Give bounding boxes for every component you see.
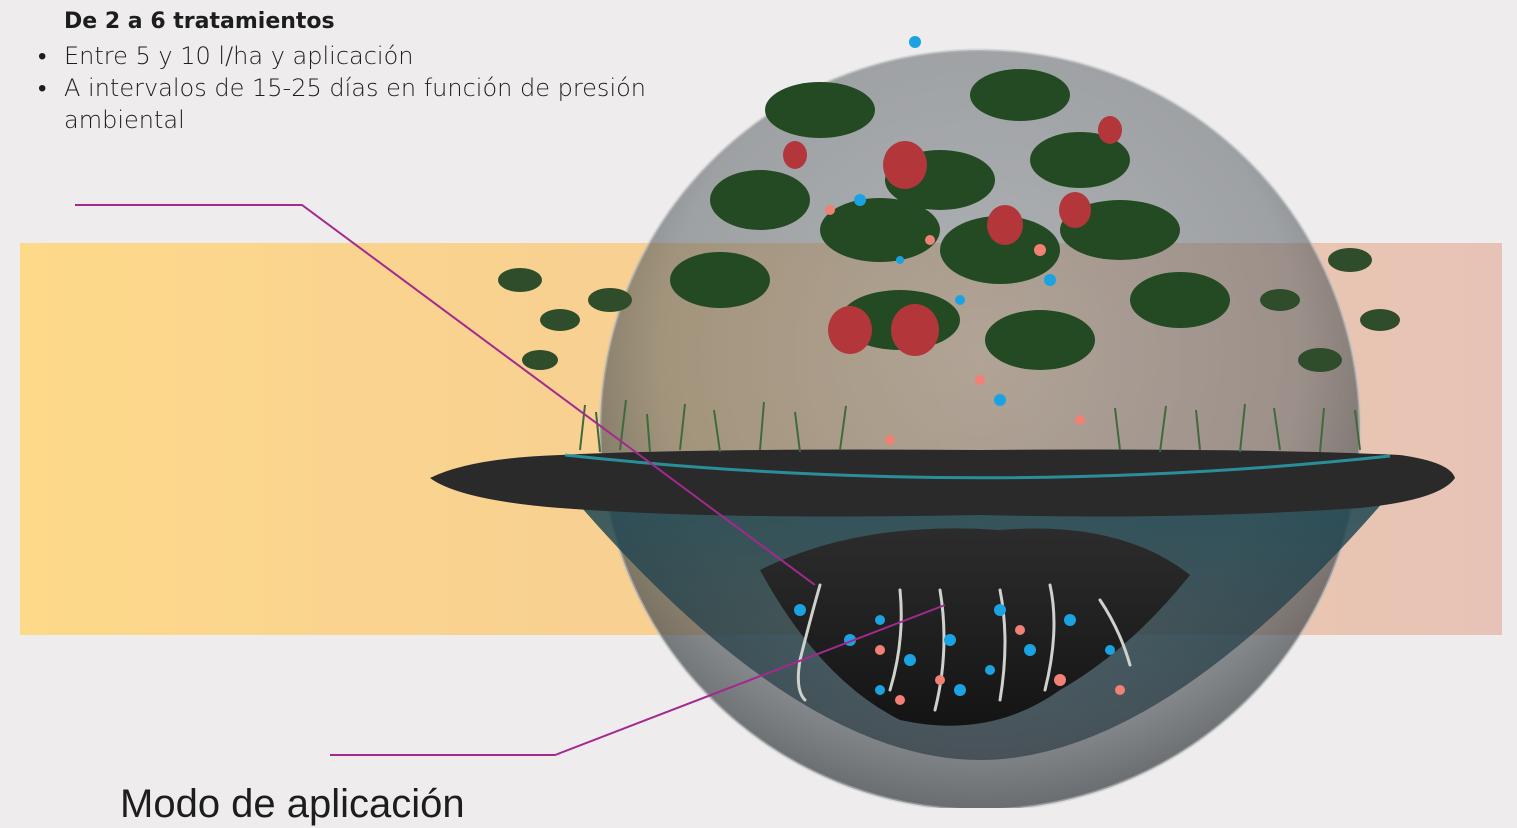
weeds	[498, 248, 1400, 372]
bullet: •	[38, 42, 47, 70]
leader-line-bottom	[330, 604, 946, 756]
list-item: • A intervalos de 15-25 días en función …	[38, 72, 678, 136]
list-item-text: A intervalos de 15-25 días en función de…	[64, 74, 646, 134]
soil-disc	[430, 449, 1455, 517]
application-mode-heading: Modo de aplicación	[120, 782, 465, 826]
leader-line-top	[75, 204, 816, 586]
strawberries	[783, 116, 1122, 356]
bullet: •	[38, 74, 47, 102]
treatment-list: • Entre 5 y 10 l/ha y aplicación • A int…	[38, 40, 678, 136]
list-item: • Entre 5 y 10 l/ha y aplicación	[38, 40, 678, 72]
treatment-info: De 2 a 6 tratamientos • Entre 5 y 10 l/h…	[38, 6, 678, 136]
plant-sphere-illustration	[75, 36, 1455, 808]
roots	[796, 583, 1132, 712]
grass	[579, 399, 1361, 453]
particles	[794, 36, 1125, 705]
soil-cone	[760, 528, 1190, 726]
treatment-title: De 2 a 6 tratamientos	[64, 9, 335, 34]
list-item-text: Entre 5 y 10 l/ha y aplicación	[64, 42, 414, 70]
